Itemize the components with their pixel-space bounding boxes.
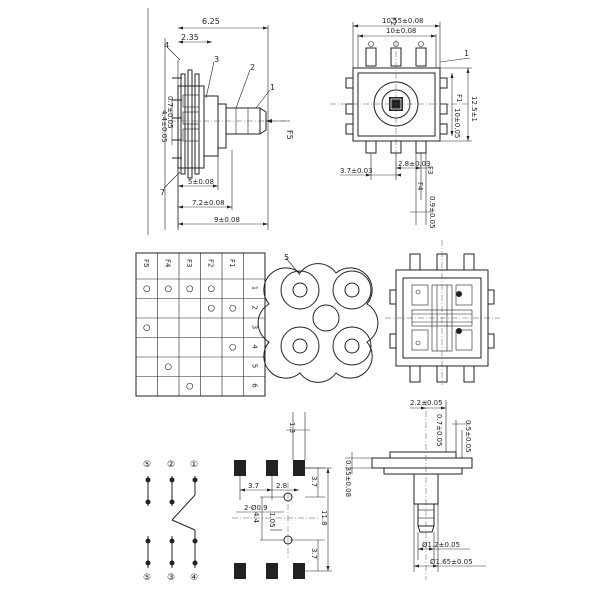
callout-7: 7 (160, 188, 165, 197)
truth-table-contact-mark (207, 304, 215, 312)
dim-3-7: 3.7±0.03 (340, 167, 373, 175)
label-f2: F2 (389, 17, 397, 25)
dim-0-7-sec: 0.7±0.05 (435, 414, 443, 447)
dim-3-7-c: 3.7 (310, 548, 318, 559)
label-f4: F4 (416, 182, 424, 191)
truth-table-row-number: 1 (250, 286, 258, 290)
dim-1-05: 1.05 (268, 512, 276, 528)
pin-top-3: ① (190, 460, 198, 470)
callout-3: 3 (214, 55, 219, 64)
callout-2: 2 (250, 63, 255, 72)
dim-6-25: 6.25 (202, 17, 220, 26)
dim-7-2: 7.2±0.08 (192, 199, 225, 207)
truth-table-col-header: F4 (163, 259, 171, 268)
callout-5: 5 (284, 253, 289, 262)
truth-table-contact-mark (186, 285, 194, 293)
dim-10-top: 10±0.08 (386, 27, 416, 35)
truth-table-col-header: F2 (206, 259, 214, 267)
pin-bottom-1: ⑤ (143, 573, 151, 583)
truth-table: F5 F4 F3 F2 F1 1 2 3 4 5 6 (135, 252, 266, 397)
label-f5: F5 (285, 130, 294, 140)
dim-2-dia-0-9: 2-Ø0.9 (244, 504, 268, 512)
dim-2-8: 2.8±0.03 (398, 160, 431, 168)
truth-table-contact-mark (229, 343, 237, 351)
pin-bottom-2: ③ (167, 573, 175, 583)
truth-table-row-number: 2 (250, 305, 258, 309)
dim-2-2: 2.2±0.05 (410, 399, 443, 407)
dim-2-8-layout: 2.8 (276, 482, 287, 490)
truth-table-contact-mark (143, 285, 151, 293)
truth-table-col-header: F3 (185, 259, 193, 267)
pin-bottom-3: ④ (190, 573, 198, 583)
truth-table-contact-mark (164, 285, 172, 293)
top-view: 10.55±0.08 F2 10±0.08 (330, 17, 478, 229)
truth-table-contact-mark (164, 363, 172, 371)
dim-1-3: 1.3 (288, 422, 296, 433)
label-f3: F3 (426, 166, 434, 174)
side-view: 6.25 2.35 0.7±0.05 4.4±0.05 (147, 8, 294, 235)
truth-table-contact-mark (186, 382, 194, 390)
dim-3-7-a: 3.7 (248, 482, 259, 490)
truth-table-contact-mark (143, 324, 151, 332)
dim-12-5: 12.5±1 (470, 96, 478, 122)
dim-9: 9±0.08 (214, 216, 240, 224)
dim-10-55: 10.55±0.08 (382, 17, 424, 25)
callout-4: 4 (164, 41, 169, 50)
truth-table-row-number: 5 (250, 364, 258, 368)
pcb-layout: 1.3 3.7 2.8 3.7 2-Ø0.9 4.4 1.05 11.8 (232, 412, 332, 579)
dim-3-7-b: 3.7 (310, 476, 318, 487)
dim-0-9: 0.9±0.05 (428, 196, 436, 229)
truth-table-col-header: F5 (142, 259, 150, 267)
contact-spring: 5 (257, 253, 379, 383)
dim-10-side: 10±0.05 (453, 108, 461, 138)
cross-section: 2.2±0.05 0.7±0.05 0.5±0.05 0.35±0.08 Ø1.… (344, 399, 486, 580)
dim-0-35: 0.35±0.08 (344, 460, 352, 497)
truth-table-row-number: 4 (250, 344, 258, 349)
callout-1: 1 (270, 83, 275, 92)
pin-top-1: ⑤ (143, 460, 151, 470)
dim-dia-1-65: Ø1.65±0.05 (430, 558, 473, 566)
truth-table-row-number: 6 (250, 383, 258, 388)
dim-11-8: 11.8 (320, 510, 328, 526)
truth-table-row-number: 3 (250, 325, 258, 329)
dim-0-5: 0.5±0.05 (464, 420, 472, 453)
truth-table-contact-mark (207, 285, 215, 293)
dim-dia-1-2: Ø1.2±0.05 (422, 541, 460, 549)
bottom-view (385, 240, 500, 385)
truth-table-col-header: F1 (228, 259, 236, 267)
dim-5: 5±0.08 (188, 178, 214, 186)
dim-4-4: 4.4±0.05 (160, 110, 168, 143)
switch-schematic: ⑤ ② ① ⑤ ③ ④ (143, 460, 198, 583)
dim-2-35: 2.35 (181, 33, 199, 42)
label-f1: F1 (455, 94, 463, 102)
pin-top-2: ② (167, 460, 175, 470)
callout-1-top: 1 (464, 49, 469, 58)
truth-table-contact-mark (229, 304, 237, 312)
dim-4-4-layout: 4.4 (252, 512, 260, 524)
dim-0-7: 0.7±0.05 (166, 96, 174, 129)
